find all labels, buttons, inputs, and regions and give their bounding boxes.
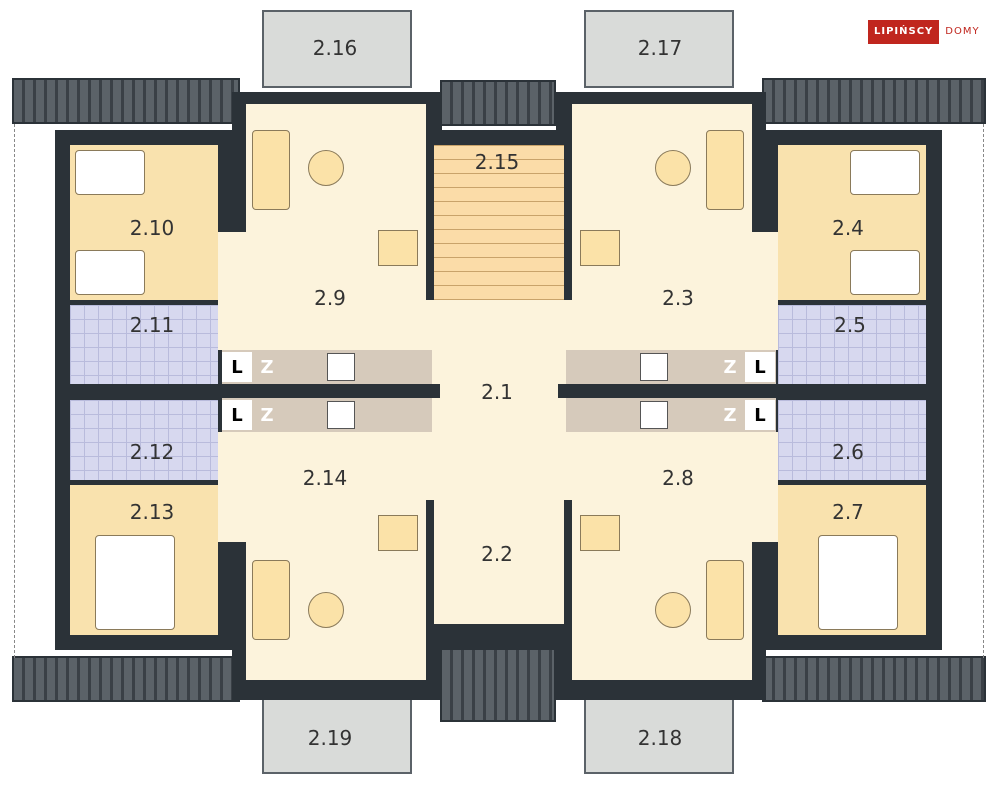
balcony-2-19 — [262, 698, 412, 774]
room-label: 2.12 — [129, 440, 175, 464]
freezer: Z — [723, 404, 737, 426]
room-label: 2.13 — [129, 500, 175, 524]
room-label: 2.2 — [481, 542, 513, 566]
roof-grille — [762, 656, 986, 702]
room-label: 2.3 — [662, 286, 694, 310]
roof-outline — [14, 124, 984, 658]
passage — [218, 482, 248, 542]
room-label: 2.4 — [832, 216, 864, 240]
double-bed — [95, 535, 175, 630]
roof-grille — [12, 78, 240, 124]
fridge: L — [222, 352, 252, 382]
round-table — [655, 150, 691, 186]
room-2-15 — [434, 145, 564, 300]
room-label: 2.10 — [129, 216, 175, 240]
room-label: 2.19 — [307, 726, 353, 750]
room-label: 2.7 — [832, 500, 864, 524]
balcony-2-17 — [584, 10, 734, 88]
room-label: 2.14 — [302, 466, 348, 490]
bed — [75, 250, 145, 295]
room-label: 2.11 — [129, 313, 175, 337]
sofa — [706, 130, 744, 210]
passage — [218, 232, 248, 300]
freezer: Z — [260, 404, 274, 426]
dining-table — [580, 230, 620, 266]
passage — [748, 482, 778, 542]
round-table — [308, 592, 344, 628]
cooktop — [640, 401, 668, 429]
sofa — [706, 560, 744, 640]
room-label: 2.6 — [832, 440, 864, 464]
sofa — [252, 560, 290, 640]
round-table — [308, 150, 344, 186]
room-label: 2.15 — [474, 150, 520, 174]
cooktop — [640, 353, 668, 381]
bed — [75, 150, 145, 195]
bed — [850, 150, 920, 195]
room-label: 2.1 — [481, 380, 513, 404]
dining-table — [580, 515, 620, 551]
freezer: Z — [723, 356, 737, 378]
room-2-6 — [778, 400, 926, 480]
room-label: 2.8 — [662, 466, 694, 490]
wall — [558, 384, 938, 398]
room-2-5 — [778, 305, 926, 393]
freezer: Z — [260, 356, 274, 378]
room-label: 2.16 — [312, 36, 358, 60]
roof-grille — [12, 656, 240, 702]
room-label: 2.17 — [637, 36, 683, 60]
fridge: L — [745, 400, 775, 430]
fridge: L — [222, 400, 252, 430]
dining-table — [378, 515, 418, 551]
passage — [748, 232, 778, 300]
room-label: 2.18 — [637, 726, 683, 750]
dining-table — [378, 230, 418, 266]
sofa — [252, 130, 290, 210]
cooktop — [327, 353, 355, 381]
fridge: L — [745, 352, 775, 382]
room-label: 2.5 — [834, 313, 866, 337]
room-2-12 — [70, 400, 218, 480]
kitchen-counter — [566, 350, 776, 384]
logo: LIPIŃSCY DOMY — [868, 20, 986, 44]
roof-grille — [440, 80, 556, 126]
room-2-11 — [70, 305, 218, 393]
bed — [850, 250, 920, 295]
kitchen-counter — [566, 398, 776, 432]
wall — [60, 384, 440, 398]
double-bed — [818, 535, 898, 630]
balcony-2-16 — [262, 10, 412, 88]
room-2-2 — [434, 498, 564, 624]
balcony-2-18 — [584, 698, 734, 774]
logo-sub: DOMY — [945, 26, 980, 37]
room-label: 2.9 — [314, 286, 346, 310]
logo-brand: LIPIŃSCY — [868, 20, 940, 44]
roof-grille — [762, 78, 986, 124]
cooktop — [327, 401, 355, 429]
round-table — [655, 592, 691, 628]
